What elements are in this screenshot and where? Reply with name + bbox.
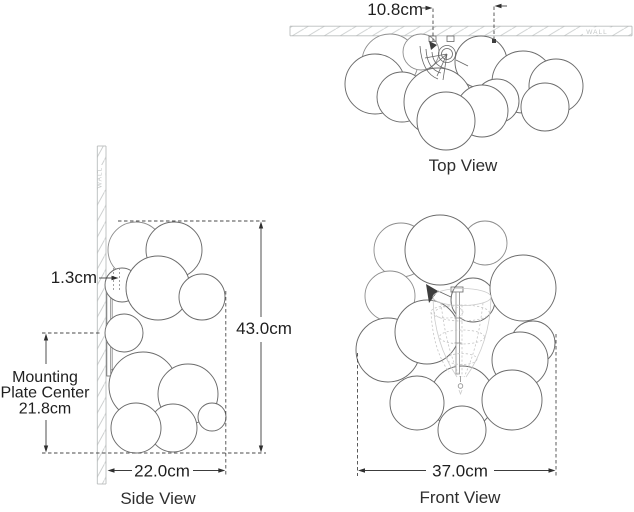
glass-sphere (394, 299, 460, 365)
front-view-dimension-width: 37.0cm (357, 334, 557, 481)
side-view-dimension-height: 43.0cm (42, 220, 292, 454)
dim-label-offset: 10.8cm (367, 0, 423, 19)
wall-hatch (290, 26, 632, 36)
wall-hatch (97, 146, 106, 484)
side-view: WALL 1.3cm (1, 145, 292, 508)
glass-sphere (104, 313, 144, 353)
glass-sphere (437, 405, 487, 455)
stem-outer-ring (438, 45, 456, 63)
arrowhead-left (358, 468, 365, 473)
top-wall-label: WALL (586, 29, 607, 36)
canopy-arm (429, 41, 437, 50)
front-view-cage (430, 288, 492, 396)
mounting-tab (428, 35, 437, 42)
side-wall-label: WALL (97, 167, 104, 188)
arrowhead-up (258, 221, 264, 229)
top-view-dimension-offset: 10.8cm (367, 0, 507, 43)
cage-band (446, 353, 478, 365)
mounting-label-line2: Plate Center (1, 385, 91, 402)
glass-sphere (416, 91, 476, 151)
top-view-canopy (419, 35, 496, 81)
side-view-title: Side View (120, 489, 196, 508)
top-view-title: Top View (429, 156, 498, 175)
front-view-bubble-cluster (355, 214, 557, 455)
side-view-dimension-wall-gap: 1.3cm (51, 268, 120, 292)
side-view-wall: WALL (97, 145, 107, 485)
glass-sphere (481, 369, 543, 431)
cage-finial (457, 376, 464, 396)
stem-inner-ring (441, 48, 453, 60)
top-view: WALL (289, 0, 633, 175)
mounting-label-line1: Mounting (12, 369, 78, 386)
arrowhead-down (258, 445, 264, 453)
mounting-screw (492, 39, 496, 43)
top-view-bubble-cluster (344, 33, 584, 151)
side-view-dimension-depth: 22.0cm (107, 291, 227, 481)
support-arm (426, 284, 438, 303)
side-view-dimension-mounting-center: Mounting Plate Center 21.8cm (1, 332, 100, 453)
front-view-hardware (426, 284, 464, 375)
cage-band (439, 329, 485, 345)
glass-sphere (197, 402, 227, 432)
cage-inner (430, 305, 464, 319)
dim-label-height: 43.0cm (236, 319, 292, 338)
mounting-tab (446, 35, 455, 42)
glass-sphere (489, 254, 557, 322)
arrowhead-right (111, 275, 119, 281)
center-stem (455, 291, 460, 375)
glass-sphere (520, 82, 570, 132)
arrowhead-down (43, 445, 49, 453)
front-view: 37.0cm Front View (355, 214, 557, 507)
dim-label-wall-gap: 1.3cm (51, 268, 97, 287)
glass-sphere (389, 375, 445, 431)
top-view-wall: WALL (289, 25, 633, 37)
glass-sphere (178, 273, 226, 321)
arrowhead-right (548, 468, 556, 473)
front-view-title: Front View (420, 488, 502, 507)
dim-label-width: 37.0cm (432, 462, 488, 481)
arrowhead-up (43, 333, 49, 341)
side-view-bubble-cluster (104, 221, 227, 454)
dim-label-depth: 22.0cm (134, 462, 190, 481)
glass-sphere (110, 402, 162, 454)
glass-sphere (404, 214, 476, 286)
arrowhead-left (107, 468, 115, 473)
arrowhead-left (494, 3, 502, 9)
mounting-label-line3: 21.8cm (19, 401, 71, 418)
arrowhead-right (218, 468, 226, 473)
arrowhead-right (425, 5, 433, 11)
